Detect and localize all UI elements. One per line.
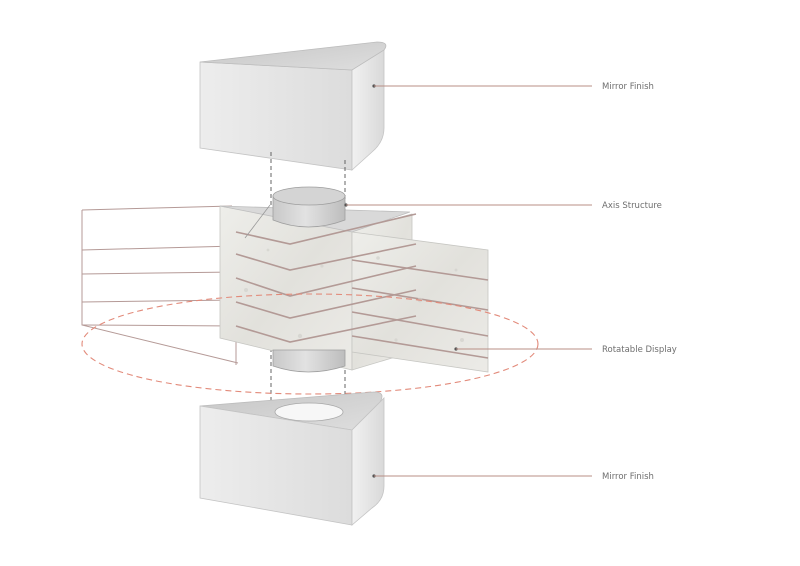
rotatable-display — [81, 186, 539, 395]
axis-cylinder-bottom — [272, 349, 346, 373]
rotation-path-ellipse — [81, 293, 539, 395]
top-mirror-block — [199, 41, 387, 171]
central-column-front — [219, 205, 353, 371]
axis-inner-leader — [244, 204, 271, 239]
label-rotatable-display: Rotatable Display — [602, 345, 677, 355]
leader-lines — [346, 85, 592, 477]
label-top-mirror-finish: Mirror Finish — [602, 82, 654, 92]
label-axis-structure: Axis Structure — [602, 201, 662, 211]
label-bottom-mirror-finish: Mirror Finish — [602, 472, 654, 482]
stone-texture — [244, 248, 464, 342]
left-panel-outlines — [81, 205, 239, 365]
bottom-mirror-block — [199, 391, 385, 526]
axis-cylinder-top — [272, 186, 346, 228]
axis-socket — [274, 402, 344, 422]
